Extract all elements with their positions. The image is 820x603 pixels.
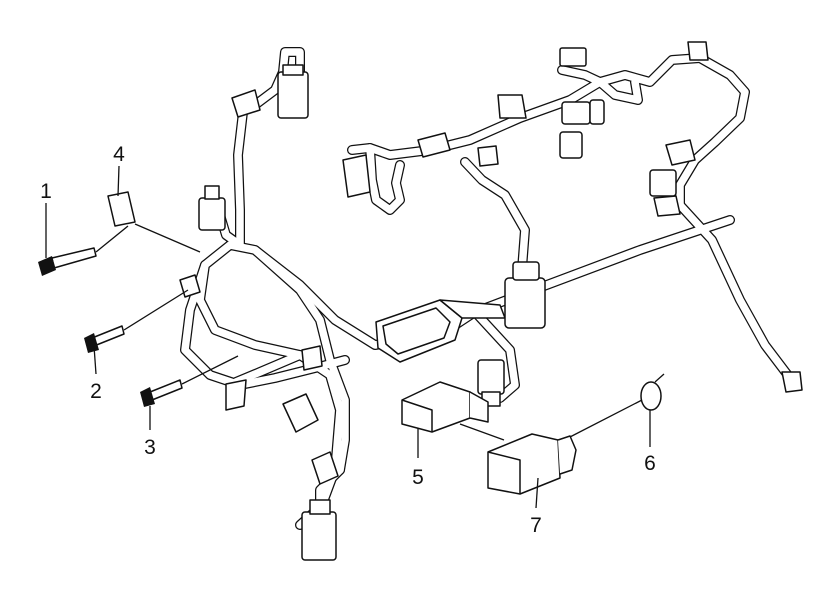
connector-top-right <box>559 47 605 159</box>
connector-top-left <box>342 154 371 198</box>
leader-7 <box>535 477 539 509</box>
connector-right <box>649 169 677 197</box>
clamp-6 <box>567 373 665 439</box>
connector-boot-7 <box>487 433 577 495</box>
callout-7: 7 <box>530 514 542 537</box>
bracket-4 <box>107 191 201 253</box>
callout-2: 2 <box>90 380 102 403</box>
connector-left <box>198 185 226 231</box>
leader-2 <box>93 345 97 375</box>
leader-4 <box>117 165 120 197</box>
harness-clips <box>179 41 803 411</box>
callout-3: 3 <box>144 436 156 459</box>
bolt-2 <box>84 289 189 353</box>
callout-5: 5 <box>412 466 424 489</box>
connector-lower <box>282 393 339 561</box>
leader-lines <box>45 165 651 509</box>
callout-6: 6 <box>644 452 656 475</box>
callout-4: 4 <box>113 143 125 166</box>
harness-connectors <box>179 41 803 561</box>
bolt-3 <box>140 355 239 407</box>
connector-upper-left <box>277 64 309 119</box>
callout-1: 1 <box>40 180 52 203</box>
connector-center <box>504 261 546 329</box>
callout-labels: 1 2 3 4 5 6 7 <box>40 143 656 537</box>
bolt-1 <box>38 225 129 276</box>
connector-5 <box>401 381 505 441</box>
main-connector <box>375 299 506 363</box>
